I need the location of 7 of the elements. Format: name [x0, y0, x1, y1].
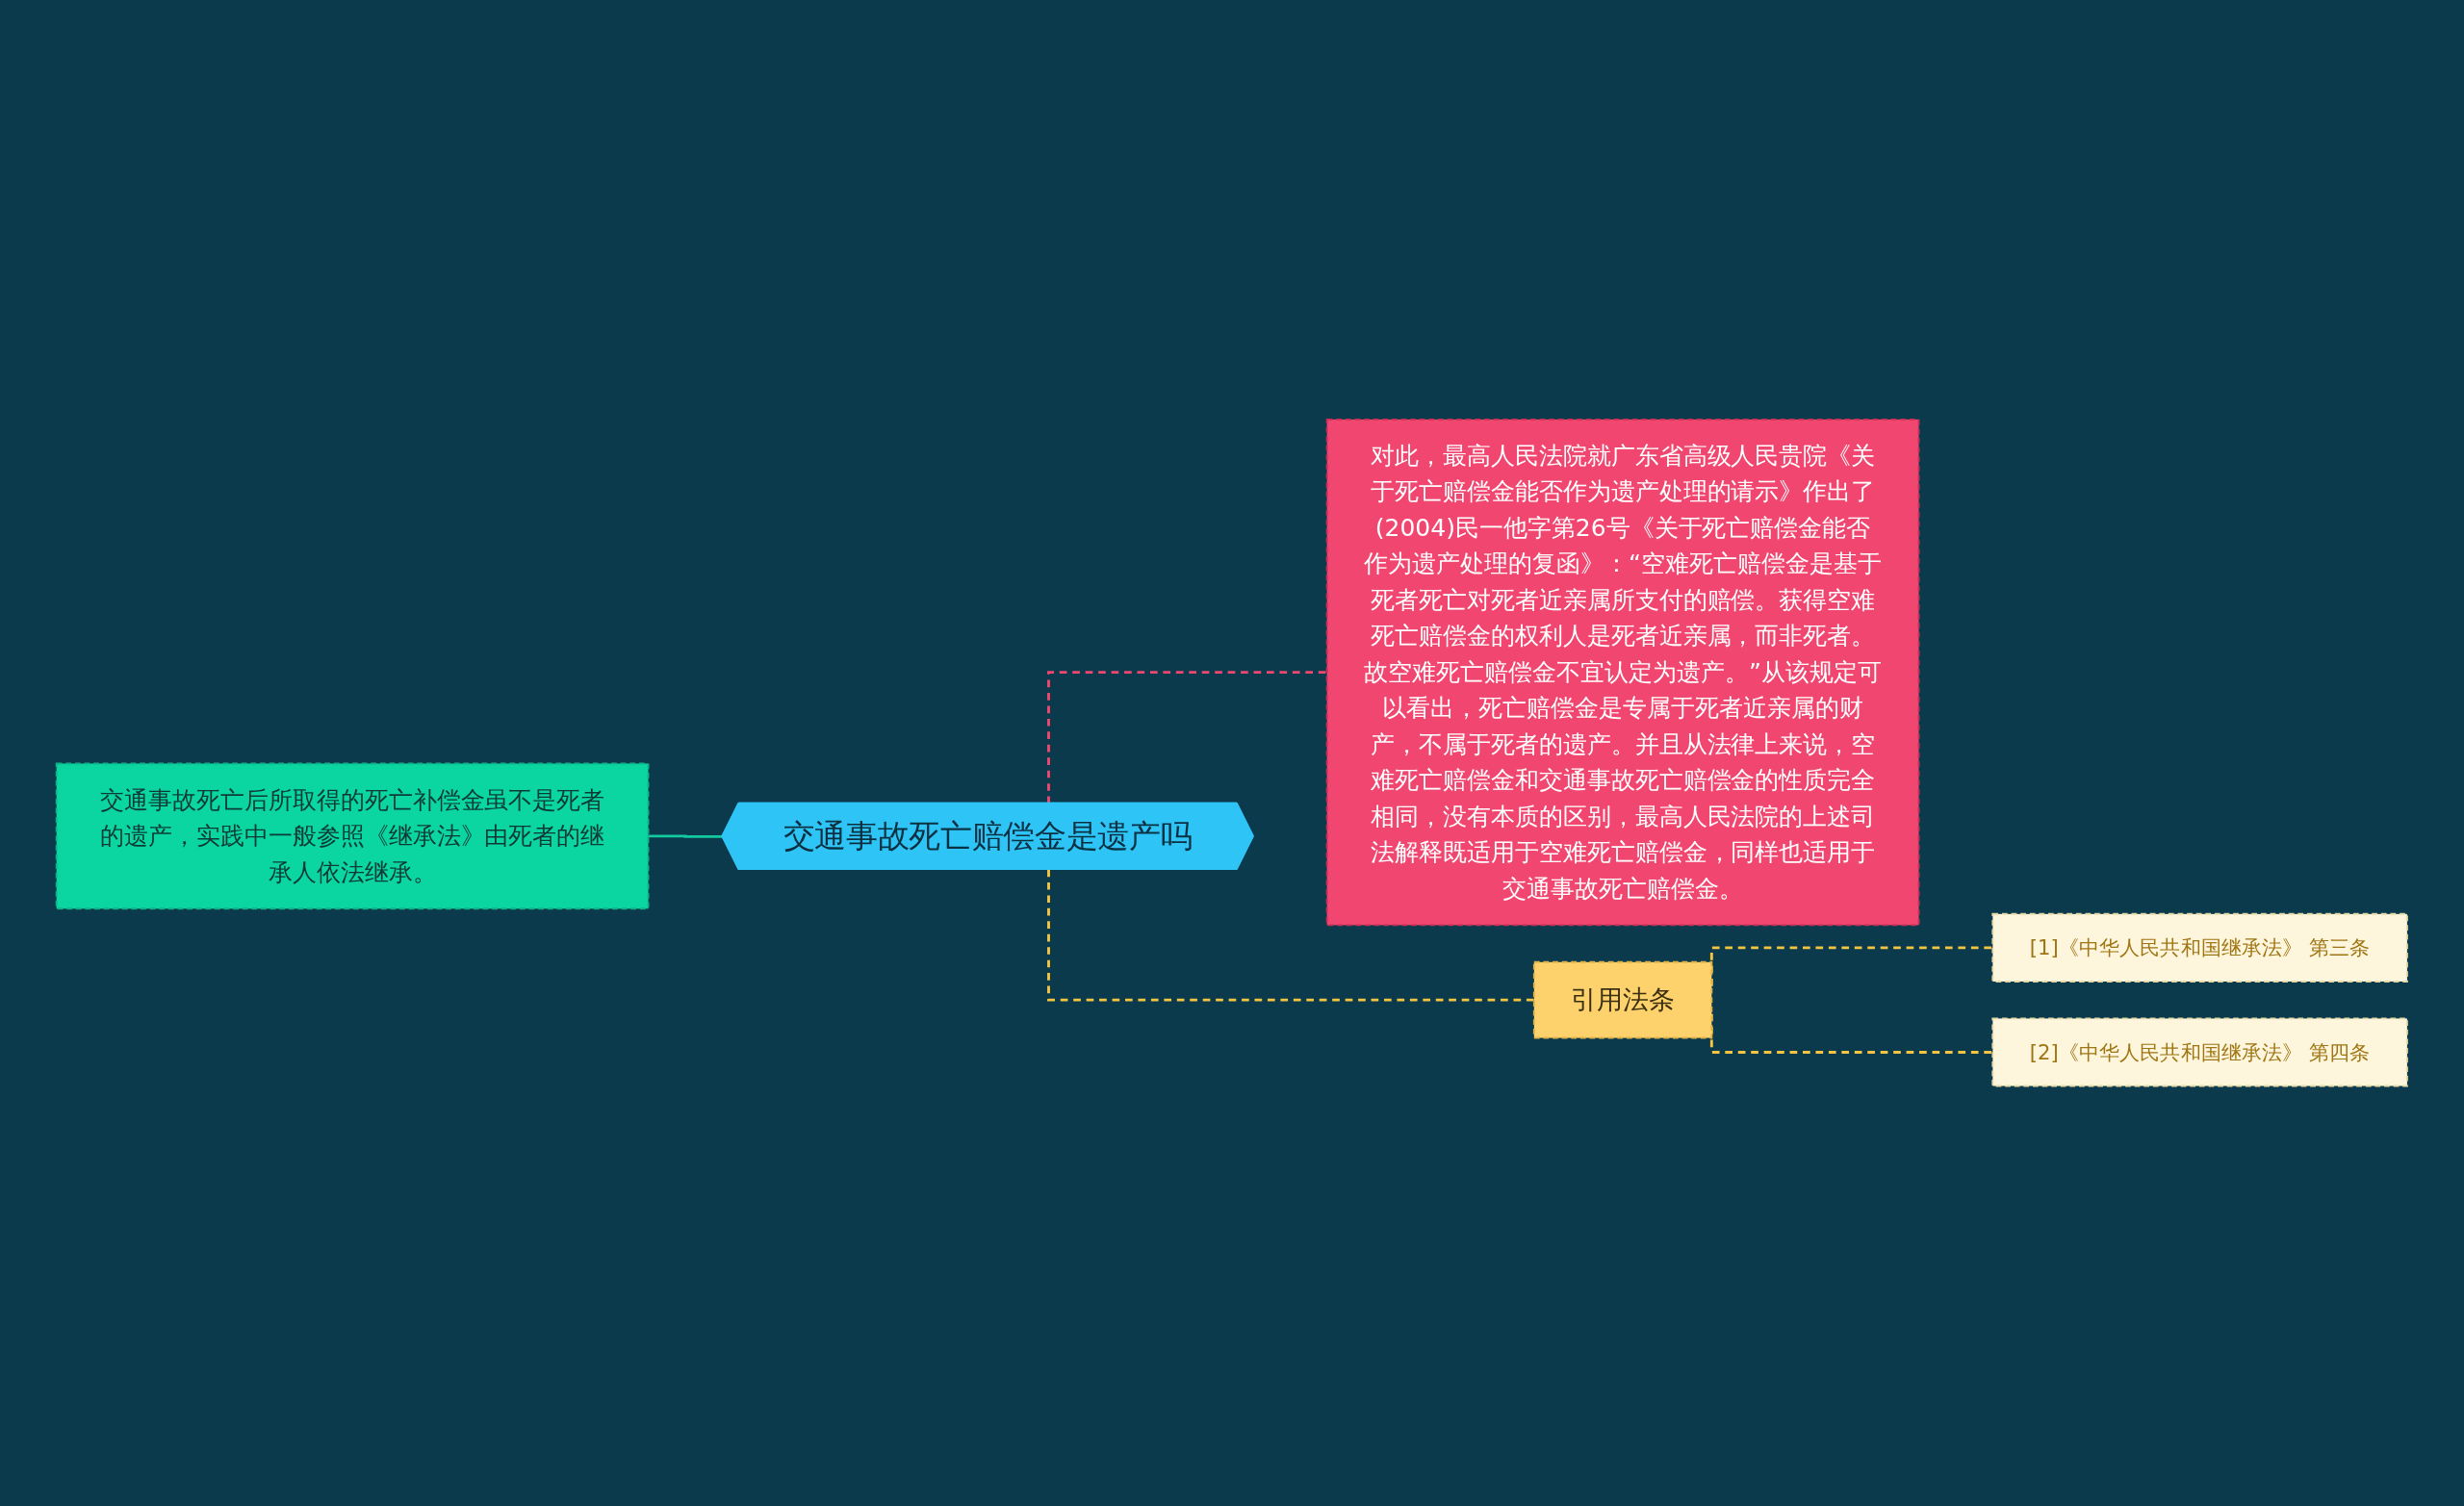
connector [1047, 869, 1535, 1002]
node-box: 引用法条 [1533, 961, 1713, 1039]
node-box: [1]《中华人民共和国继承法》 第三条 [1991, 913, 2409, 983]
node-box: [2]《中华人民共和国继承法》 第四条 [1991, 1017, 2409, 1087]
node-box: 对此，最高人民法院就广东省高级人民贵院《关于死亡赔偿金能否作为遗产处理的请示》作出了(2004)民一他字第26号《关于死亡赔偿金能否作为遗产处理的复函》：“空难死亡赔偿金是基于死者死亡对死者近亲属所支付的赔偿。获得空难死亡赔偿金的权利人是死者近亲属，而非死者。故空难死亡赔偿金不宜认定为遗产。”从该规定可以看出，死亡赔偿金是专属于死者近亲属的财产，不属于死者的遗产。并且从法律上来说，空难死亡赔偿金和交通事故死亡赔偿金的性质完全相同，没有本质的区别，最高人民法院的上述司法解释既适用于空难死亡赔偿金，同样也适用于交通事故死亡赔偿金。 [1325, 419, 1920, 927]
connector [1047, 671, 1327, 804]
node-box: 交通事故死亡后所取得的死亡补偿金虽不是死者的遗产，实践中一般参照《继承法》由死者的继承人依法继承。 [55, 762, 650, 910]
